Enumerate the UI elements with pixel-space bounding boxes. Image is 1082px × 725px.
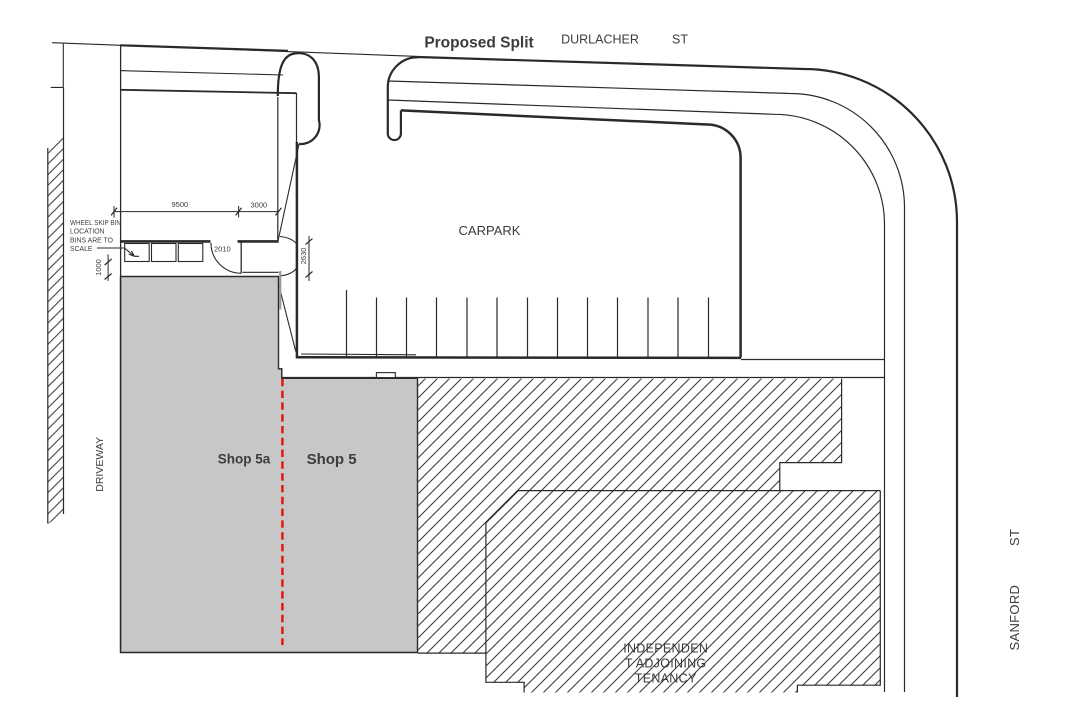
svg-text:ST: ST	[672, 33, 688, 47]
svg-text:ST: ST	[1007, 529, 1022, 546]
svg-text:Shop 5a: Shop 5a	[218, 452, 271, 467]
svg-text:SANFORD: SANFORD	[1007, 585, 1022, 651]
svg-text:LOCATION: LOCATION	[70, 229, 105, 236]
svg-text:1000: 1000	[94, 259, 103, 276]
svg-text:2630: 2630	[299, 248, 308, 265]
svg-text:Shop 5: Shop 5	[307, 451, 357, 468]
svg-text:DRIVEWAY: DRIVEWAY	[94, 437, 106, 492]
svg-text:Proposed Split: Proposed Split	[424, 35, 533, 52]
svg-text:DURLACHER: DURLACHER	[561, 33, 639, 47]
svg-text:CARPARK: CARPARK	[459, 223, 521, 238]
svg-text:WHEEL SKIP BIN: WHEEL SKIP BIN	[70, 220, 121, 227]
svg-text:3000: 3000	[251, 200, 268, 209]
svg-text:9500: 9500	[172, 200, 189, 209]
svg-text:TENANCY: TENANCY	[635, 672, 697, 686]
svg-text:BINS ARE TO: BINS ARE TO	[70, 237, 114, 244]
svg-text:T ADJOINING: T ADJOINING	[625, 657, 707, 671]
svg-text:SCALE: SCALE	[70, 246, 93, 253]
svg-text:2010: 2010	[214, 245, 231, 254]
svg-text:INDEPENDEN: INDEPENDEN	[623, 642, 708, 656]
